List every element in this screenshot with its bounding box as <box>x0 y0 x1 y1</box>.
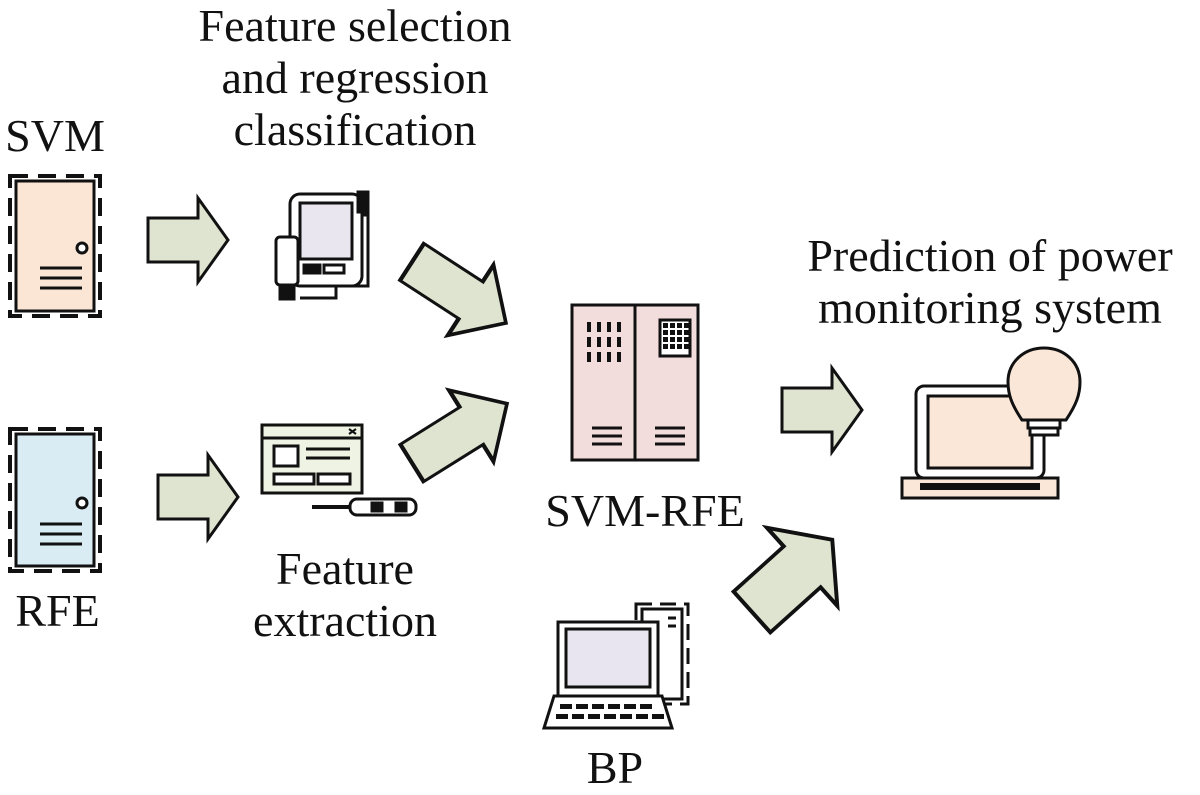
feature-extraction-line-2: extraction <box>253 595 437 646</box>
svm-door-icon <box>8 174 102 318</box>
arrow-extraction-to-svmrfe <box>387 366 532 501</box>
handheld-device-icon <box>274 190 370 301</box>
feature-extraction-label: Feature extraction <box>230 543 460 647</box>
arrow-selection-to-svmrfe <box>387 224 531 361</box>
server-cabinet-icon <box>570 303 700 462</box>
svm-label: SVM <box>5 110 105 161</box>
arrow-rfe-to-extraction <box>156 453 240 541</box>
prediction-label: Prediction of power monitoring system <box>780 230 1200 334</box>
feature-extraction-line-1: Feature <box>276 543 414 594</box>
laptop-lightbulb-icon <box>900 346 1082 500</box>
window-screwdriver-icon <box>260 423 418 517</box>
feature-selection-label: Feature selection and regression classif… <box>150 0 560 156</box>
arrow-svm-to-selection <box>146 196 230 284</box>
prediction-line-2: monitoring system <box>818 282 1162 333</box>
bp-label: BP <box>586 742 644 793</box>
svm-rfe-label: SVM-RFE <box>545 485 745 536</box>
rfe-door-icon <box>8 427 102 573</box>
prediction-line-1: Prediction of power <box>807 230 1173 281</box>
feature-selection-line-1: Feature selection <box>198 0 512 51</box>
arrow-svmrfe-to-prediction <box>780 366 864 454</box>
desktop-computer-icon <box>541 602 690 730</box>
feature-selection-line-2: and regression <box>221 52 489 103</box>
feature-selection-line-3: classification <box>233 104 477 155</box>
rfe-label: RFE <box>15 585 100 636</box>
